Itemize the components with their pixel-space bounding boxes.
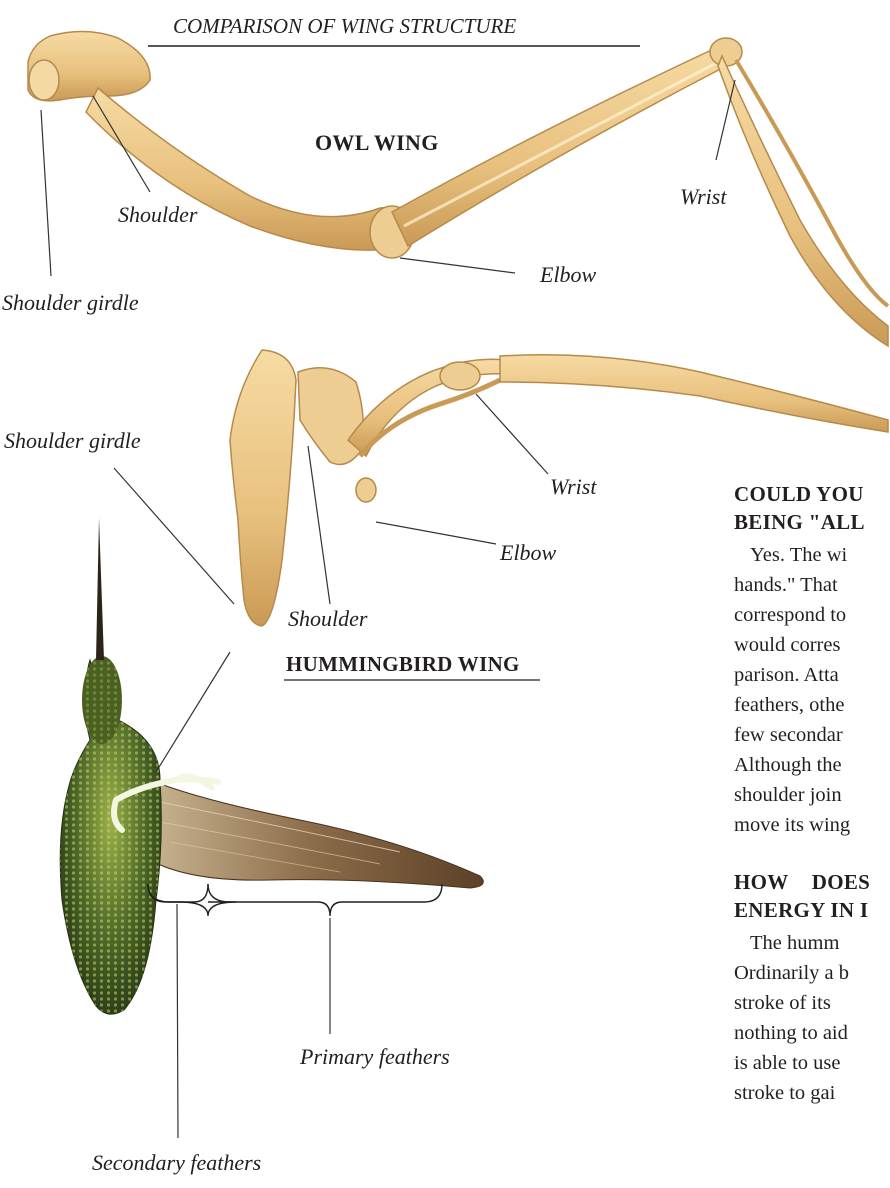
body-line: Yes. The wi bbox=[734, 540, 890, 570]
body-line: stroke to gai bbox=[734, 1078, 890, 1108]
body-line: hands." That bbox=[734, 570, 890, 600]
text-column: COULD YOU BEING "ALL Yes. The wi hands."… bbox=[734, 480, 890, 1108]
owl-elbow-label: Elbow bbox=[540, 262, 596, 288]
body-line: few secondar bbox=[734, 720, 890, 750]
body-line: Ordinarily a b bbox=[734, 958, 890, 988]
body-line: The humm bbox=[734, 928, 890, 958]
owl-shoulder-label: Shoulder bbox=[118, 202, 197, 228]
question-heading-2: HOW DOES ENERGY IN I bbox=[734, 868, 890, 924]
body-line: is able to use bbox=[734, 1048, 890, 1078]
body-line: would corres bbox=[734, 630, 890, 660]
owl-wing-title: OWL WING bbox=[315, 130, 439, 156]
question-heading-1: COULD YOU BEING "ALL bbox=[734, 480, 890, 536]
owl-wing-skeleton bbox=[28, 31, 888, 346]
hummingbird-shoulder-girdle-label: Shoulder girdle bbox=[4, 428, 141, 454]
body-line: nothing to aid bbox=[734, 1018, 890, 1048]
body-line: stroke of its bbox=[734, 988, 890, 1018]
body-line: shoulder join bbox=[734, 780, 890, 810]
heading-line: HOW DOES bbox=[734, 868, 890, 896]
primary-feathers-bracket bbox=[208, 884, 442, 916]
hummingbird-shoulder-label: Shoulder bbox=[288, 606, 367, 632]
secondary-feathers-bracket bbox=[148, 884, 236, 916]
owl-shoulder-girdle-label: Shoulder girdle bbox=[2, 290, 139, 316]
body-line: correspond to bbox=[734, 600, 890, 630]
heading-line: BEING "ALL bbox=[734, 508, 890, 536]
body-line: Although the bbox=[734, 750, 890, 780]
hummingbird-elbow-label: Elbow bbox=[500, 540, 556, 566]
body-line: parison. Atta bbox=[734, 660, 890, 690]
body-line: feathers, othe bbox=[734, 690, 890, 720]
heading-line: COULD YOU bbox=[734, 480, 890, 508]
answer-paragraph-2: The humm Ordinarily a b stroke of its no… bbox=[734, 928, 890, 1108]
primary-feathers-label: Primary feathers bbox=[300, 1044, 450, 1070]
hummingbird-wing-title: HUMMINGBIRD WING bbox=[286, 652, 520, 677]
body-line: move its wing bbox=[734, 810, 890, 840]
heading-line: ENERGY IN I bbox=[734, 896, 890, 924]
page-title: COMPARISON OF WING STRUCTURE bbox=[173, 14, 516, 39]
owl-wrist-label: Wrist bbox=[680, 184, 726, 210]
answer-paragraph-1: Yes. The wi hands." That correspond to w… bbox=[734, 540, 890, 840]
hummingbird-wrist-label: Wrist bbox=[550, 474, 596, 500]
secondary-feathers-label: Secondary feathers bbox=[92, 1150, 261, 1176]
